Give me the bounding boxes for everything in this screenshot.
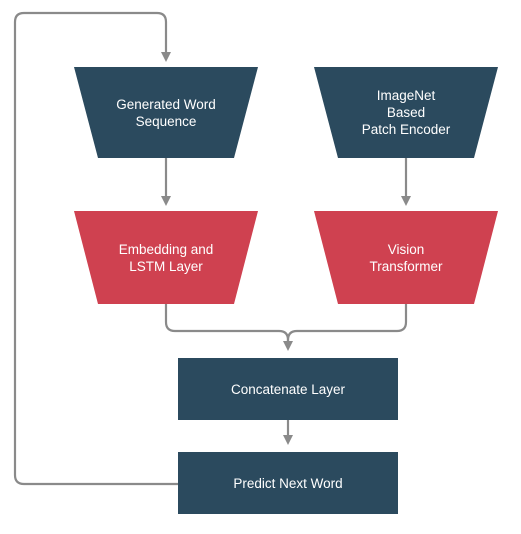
feedback-loop-connector: [13, 11, 178, 486]
embedding-to-concatenate-connector: [164, 304, 293, 351]
vision-transformer-node: [314, 211, 498, 304]
embedding-lstm-node: [74, 211, 258, 304]
concatenate-layer-node: [178, 358, 398, 420]
predict-next-word-node: [178, 452, 398, 514]
generated-word-sequence-node: [74, 67, 258, 158]
imagenet-patch-encoder-node: [314, 67, 498, 158]
vision-transformer-to-concatenate-connector: [286, 304, 408, 346]
